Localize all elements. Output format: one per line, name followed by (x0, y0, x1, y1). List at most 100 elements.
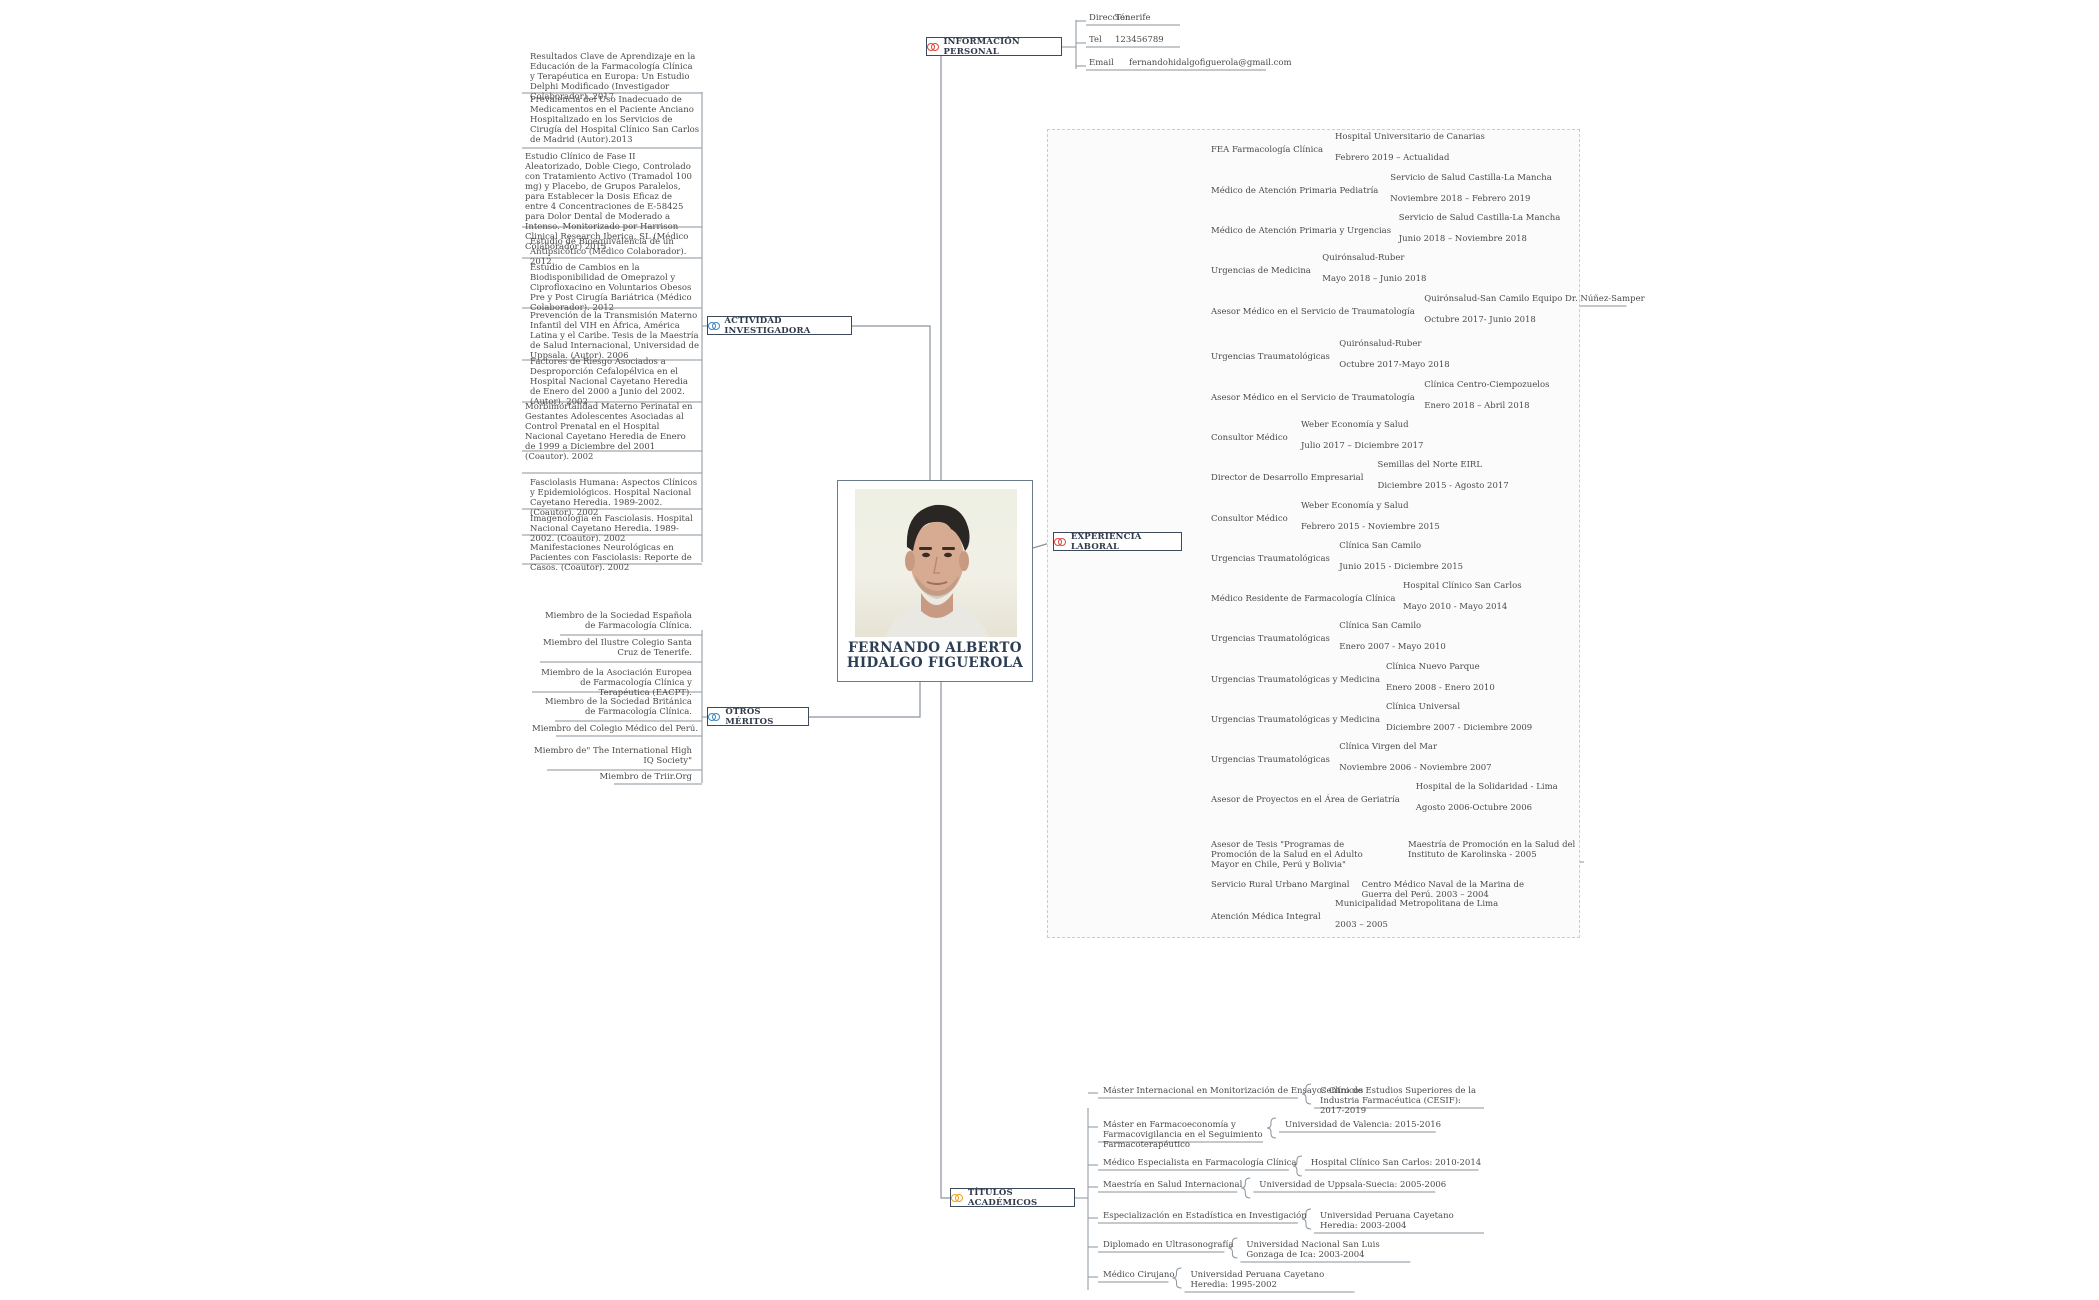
merit-item[interactable]: Miembro del Ilustre Colegio Santa Cruz d… (542, 638, 692, 658)
experience-place[interactable]: Clínica San Camilo (1339, 621, 1422, 631)
experience-dates[interactable]: Junio 2015 - Diciembre 2015 (1339, 562, 1464, 572)
experience-place[interactable]: Weber Economía y Salud (1301, 420, 1409, 430)
experience-dates[interactable]: Junio 2018 – Noviembre 2018 (1398, 234, 1527, 244)
personal-info-value[interactable]: Tenerife (1115, 13, 1151, 23)
research-publication[interactable]: Fasciolasis Humana: Aspectos Clínicos y … (530, 478, 698, 518)
experience-role[interactable]: Asesor Médico en el Servicio de Traumato… (1211, 393, 1415, 403)
merit-item[interactable]: Miembro de" The International High IQ So… (534, 746, 692, 766)
experience-role[interactable]: Consultor Médico (1211, 514, 1288, 524)
experience-dates[interactable]: Febrero 2019 – Actualidad (1335, 153, 1450, 163)
experience-role[interactable]: Urgencias de Medicina (1211, 266, 1311, 276)
merit-item[interactable]: Miembro del Colegio Médico del Perú. (532, 724, 699, 734)
experience-role[interactable]: Urgencias Traumatológicas (1211, 755, 1330, 765)
experience-role[interactable]: Atención Médica Integral (1211, 912, 1321, 922)
experience-place[interactable]: Municipalidad Metropolitana de Lima (1335, 899, 1499, 909)
experience-dates[interactable]: 2003 – 2005 (1335, 920, 1388, 930)
experience-place[interactable]: Clínica Universal (1386, 702, 1461, 712)
experience-place[interactable]: Weber Economía y Salud (1301, 501, 1409, 511)
merit-item[interactable]: Miembro de la Sociedad Británica de Farm… (544, 697, 692, 717)
experience-role[interactable]: Urgencias Traumatológicas (1211, 634, 1330, 644)
experience-role[interactable]: Asesor de Proyectos en el Área de Geriat… (1211, 795, 1400, 805)
experience-place[interactable]: Quirónsalud-Ruber (1322, 253, 1405, 263)
degree-title[interactable]: Maestría en Salud Internacional (1103, 1180, 1243, 1190)
experience-dates[interactable]: Agosto 2006-Octubre 2006 (1415, 803, 1533, 813)
central-topic[interactable]: FERNANDO ALBERTO HIDALGO FIGUEROLA (837, 480, 1033, 682)
experience-dates[interactable]: Mayo 2010 - Mayo 2014 (1403, 602, 1508, 612)
experience-dates[interactable]: Mayo 2018 – Junio 2018 (1322, 274, 1427, 284)
experience-role[interactable]: Consultor Médico (1211, 433, 1288, 443)
degree-title[interactable]: Máster Internacional en Monitorización d… (1103, 1086, 1364, 1096)
experience-place[interactable]: Clínica San Camilo (1339, 541, 1422, 551)
degree-title[interactable]: Médico Especialista en Farmacología Clín… (1103, 1158, 1297, 1168)
experience-role[interactable]: Servicio Rural Urbano Marginal (1211, 880, 1350, 890)
experience-role[interactable]: Urgencias Traumatológicas y Medicina (1211, 675, 1381, 685)
experience-place[interactable]: Servicio de Salud Castilla-La Mancha (1390, 173, 1552, 183)
experience-dates[interactable]: Noviembre 2006 - Noviembre 2007 (1339, 763, 1492, 773)
experience-place[interactable]: Maestría de Promoción en la Salud del In… (1408, 840, 1576, 860)
personal-info-key[interactable]: Email (1089, 58, 1114, 68)
degree-institution[interactable]: Universidad Nacional San Luis Gonzaga de… (1246, 1240, 1380, 1260)
experience-place[interactable]: Clínica Centro-Ciempozuelos (1424, 380, 1550, 390)
experience-dates[interactable]: Enero 2007 - Mayo 2010 (1339, 642, 1446, 652)
degree-institution[interactable]: Centro de Estudios Superiores de la Indu… (1320, 1086, 1477, 1116)
degree-title[interactable]: Especialización en Estadística en Invest… (1103, 1211, 1307, 1221)
experience-dates[interactable]: Diciembre 2007 - Diciembre 2009 (1386, 723, 1533, 733)
experience-role[interactable]: Urgencias Traumatológicas (1211, 352, 1330, 362)
degree-title[interactable]: Médico Cirujano (1103, 1270, 1175, 1280)
experience-role[interactable]: Asesor Médico en el Servicio de Traumato… (1211, 307, 1415, 317)
personal-info-value[interactable]: 123456789 (1115, 35, 1164, 45)
research-publication[interactable]: Estudio de Cambios en la Biodisponibilid… (530, 263, 692, 313)
experience-dates[interactable]: Julio 2017 – Diciembre 2017 (1301, 441, 1424, 451)
experience-place[interactable]: Clínica Nuevo Parque (1386, 662, 1480, 672)
merit-item[interactable]: Miembro de Triir.Org (599, 772, 692, 782)
experience-place[interactable]: Hospital de la Solidaridad - Lima (1415, 782, 1558, 792)
experience-dates[interactable]: Enero 2008 - Enero 2010 (1386, 683, 1495, 693)
degree-institution[interactable]: Universidad de Uppsala-Suecia: 2005-2006 (1259, 1180, 1447, 1190)
personal-info-key[interactable]: Dirección (1089, 13, 1131, 23)
branch-research[interactable]: ACTIVIDAD INVESTIGADORA (707, 316, 852, 336)
experience-place[interactable]: Centro Médico Naval de la Marina de Guer… (1361, 880, 1525, 900)
experience-role[interactable]: Urgencias Traumatológicas (1211, 554, 1330, 564)
research-publication[interactable]: Factores de Riesgo Asociados a Despropor… (530, 357, 688, 407)
experience-dates[interactable]: Diciembre 2015 - Agosto 2017 (1377, 481, 1509, 491)
experience-role[interactable]: Médico Residente de Farmacología Clínica (1211, 594, 1396, 604)
branch-academic-titles[interactable]: TÍTULOS ACADÉMICOS (950, 1188, 1075, 1208)
research-publication[interactable]: Prevención de la Transmisión Materno Inf… (530, 311, 699, 361)
experience-role[interactable]: Asesor de Tesis "Programas de Promoción … (1211, 840, 1363, 870)
experience-place[interactable]: Semillas del Norte EIRL (1377, 460, 1482, 470)
experience-dates[interactable]: Noviembre 2018 – Febrero 2019 (1390, 194, 1531, 204)
experience-role[interactable]: Médico de Atención Primaria y Urgencias (1211, 226, 1392, 236)
experience-dates[interactable]: Febrero 2015 - Noviembre 2015 (1301, 522, 1440, 532)
merit-item[interactable]: Miembro de la Asociación Europea de Farm… (541, 668, 692, 698)
personal-info-key[interactable]: Tel (1089, 35, 1102, 45)
personal-info-value[interactable]: fernandohidalgofiguerola@gmail.com (1129, 58, 1292, 68)
experience-place[interactable]: Quirónsalud-Ruber (1339, 339, 1422, 349)
degree-title[interactable]: Máster en Farmacoeconomía y Farmacovigil… (1103, 1120, 1263, 1150)
experience-dates[interactable]: Enero 2018 – Abril 2018 (1424, 401, 1530, 411)
research-publication[interactable]: Morbimortalidad Materno Perinatal en Ges… (525, 402, 693, 462)
research-publication[interactable]: Manifestaciones Neurológicas en Paciente… (530, 543, 692, 573)
research-publication[interactable]: Estudio Clínico de Fase II Aleatorizado,… (525, 152, 692, 252)
research-publication[interactable]: Imagenología en Fasciolasis. Hospital Na… (530, 514, 693, 544)
degree-institution[interactable]: Universidad de Valencia: 2015-2016 (1285, 1120, 1442, 1130)
experience-place[interactable]: Hospital Clínico San Carlos (1403, 581, 1522, 591)
merit-item[interactable]: Miembro de la Sociedad Española de Farma… (544, 611, 692, 631)
research-publication[interactable]: Resultados Clave de Aprendizaje en la Ed… (530, 52, 696, 102)
degree-institution[interactable]: Universidad Peruana Cayetano Heredia: 20… (1320, 1211, 1454, 1231)
experience-place[interactable]: Quirónsalud-San Camilo Equipo Dr. Núñez-… (1424, 294, 1645, 304)
experience-place[interactable]: Hospital Universitario de Canarias (1335, 132, 1485, 142)
branch-other-merits[interactable]: OTROS MÉRITOS (707, 707, 809, 727)
experience-role[interactable]: Urgencias Traumatológicas y Medicina (1211, 715, 1381, 725)
degree-title[interactable]: Diplomado en Ultrasonografía (1103, 1240, 1234, 1250)
experience-place[interactable]: Clínica Virgen del Mar (1339, 742, 1438, 752)
experience-dates[interactable]: Octubre 2017-Mayo 2018 (1339, 360, 1450, 370)
experience-place[interactable]: Servicio de Salud Castilla-La Mancha (1398, 213, 1561, 223)
degree-institution[interactable]: Universidad Peruana Cayetano Heredia: 19… (1190, 1270, 1325, 1290)
experience-role[interactable]: Médico de Atención Primaria Pediatría (1211, 186, 1379, 196)
research-publication[interactable]: Estudio de Bioequivalencia de un Antipsi… (530, 237, 687, 267)
research-publication[interactable]: Prevalencia del Uso Inadecuado de Medica… (530, 95, 700, 145)
branch-personal-info[interactable]: INFORMACIÓN PERSONAL (926, 37, 1062, 57)
experience-role[interactable]: Director de Desarrollo Empresarial (1211, 473, 1364, 483)
experience-role[interactable]: FEA Farmacología Clínica (1211, 145, 1324, 155)
branch-work-experience[interactable]: EXPERIENCIA LABORAL (1053, 532, 1182, 552)
